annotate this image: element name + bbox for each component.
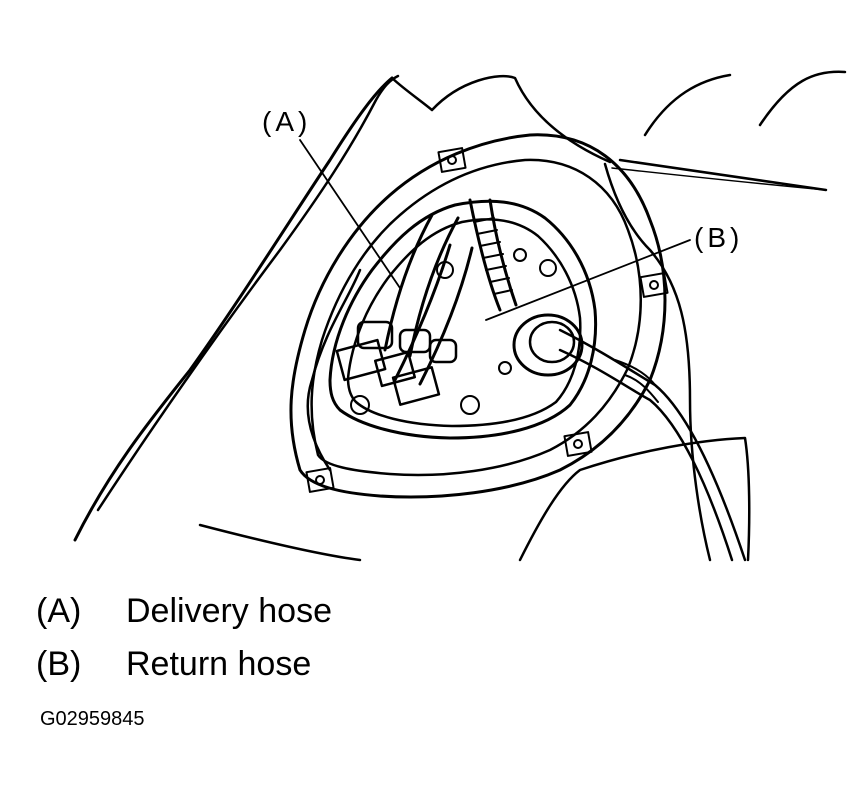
callout-label-b: (B): [694, 222, 744, 253]
electrical-connector-inner: [528, 320, 576, 364]
fuel-pump-access-illustration: [73, 70, 847, 562]
hose-connectors: [335, 320, 458, 406]
body-panel-edge-5: [611, 167, 827, 191]
figure-id: G02959845: [40, 708, 145, 730]
body-panel-edge-9: [603, 162, 712, 562]
body-panel-edge-2: [390, 74, 612, 164]
delivery-hose: [383, 213, 460, 358]
return-hose-coils: [473, 217, 513, 295]
body-panel-edge-4: [618, 158, 828, 192]
wire-harness: [558, 328, 747, 562]
body-panel-edge-8: [518, 436, 751, 562]
body-panel-inner-edge: [96, 74, 400, 512]
legend-label: Delivery hose: [126, 592, 332, 630]
leader-line-b: [485, 239, 691, 321]
pump-opening: [328, 199, 598, 440]
delivery-hose-2: [393, 243, 474, 386]
body-panel-edge-7: [198, 523, 362, 562]
flange-bolts: [305, 147, 669, 493]
electrical-connector: [512, 313, 584, 377]
legend-item-delivery-hose: (A) Delivery hose: [36, 592, 332, 631]
access-hole-flange-inner: [310, 158, 642, 477]
legend-key: (B): [36, 645, 82, 683]
pump-opening-rim: [346, 218, 582, 428]
legend-key: (A): [36, 592, 82, 630]
access-hole-flange-outer: [289, 133, 667, 499]
legend-label: Return hose: [126, 645, 312, 683]
body-panel-edge-6: [643, 70, 847, 137]
callout-label-a: (A): [262, 106, 312, 137]
harness-boot: [614, 359, 659, 403]
pump-studs: [350, 248, 557, 415]
leader-line-a: [299, 139, 401, 289]
legend-item-return-hose: (B) Return hose: [36, 645, 311, 684]
body-panel-outline: [73, 76, 394, 542]
